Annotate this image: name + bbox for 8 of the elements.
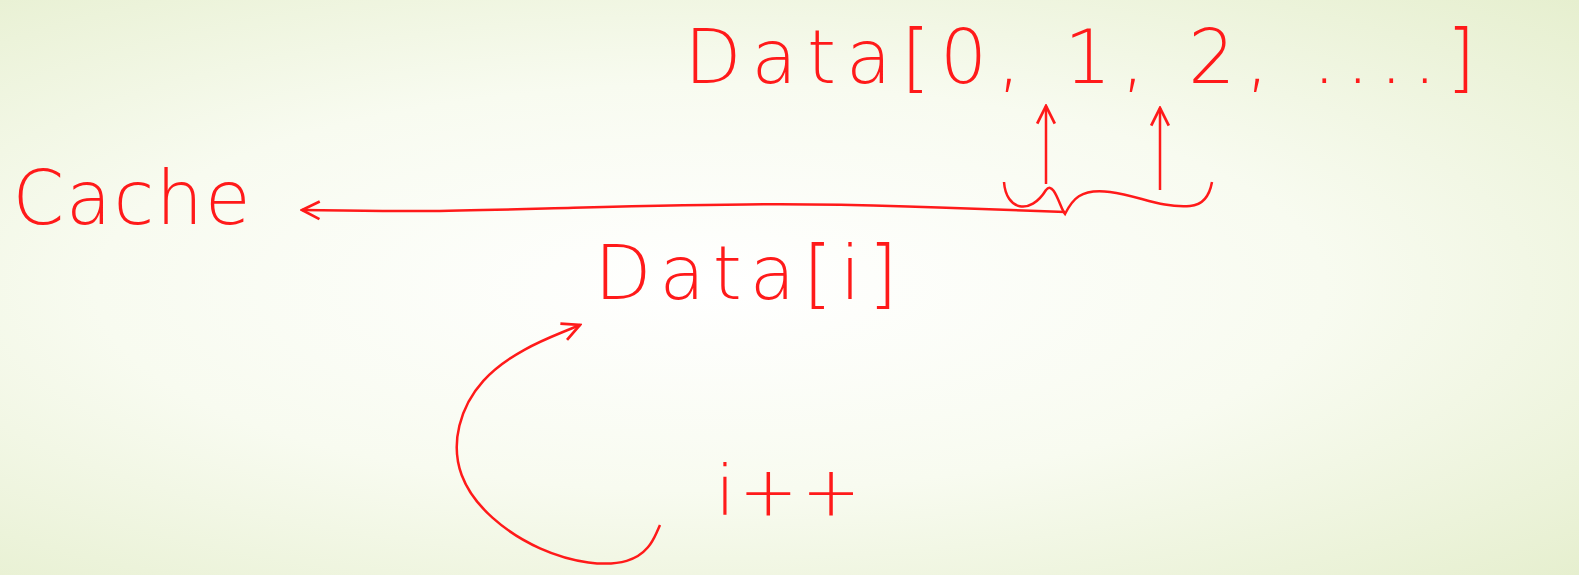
arrow [300, 200, 1066, 221]
arrow [455, 322, 662, 565]
arrow [1149, 106, 1171, 190]
handwritten-label: Data[0, 1, 2, ....] [630, 8, 1540, 106]
handwritten-label: i++ [705, 448, 875, 533]
arrow [1035, 104, 1057, 184]
handwritten-label: Data[i] [545, 228, 955, 318]
handwritten-label: Cache [10, 150, 255, 245]
